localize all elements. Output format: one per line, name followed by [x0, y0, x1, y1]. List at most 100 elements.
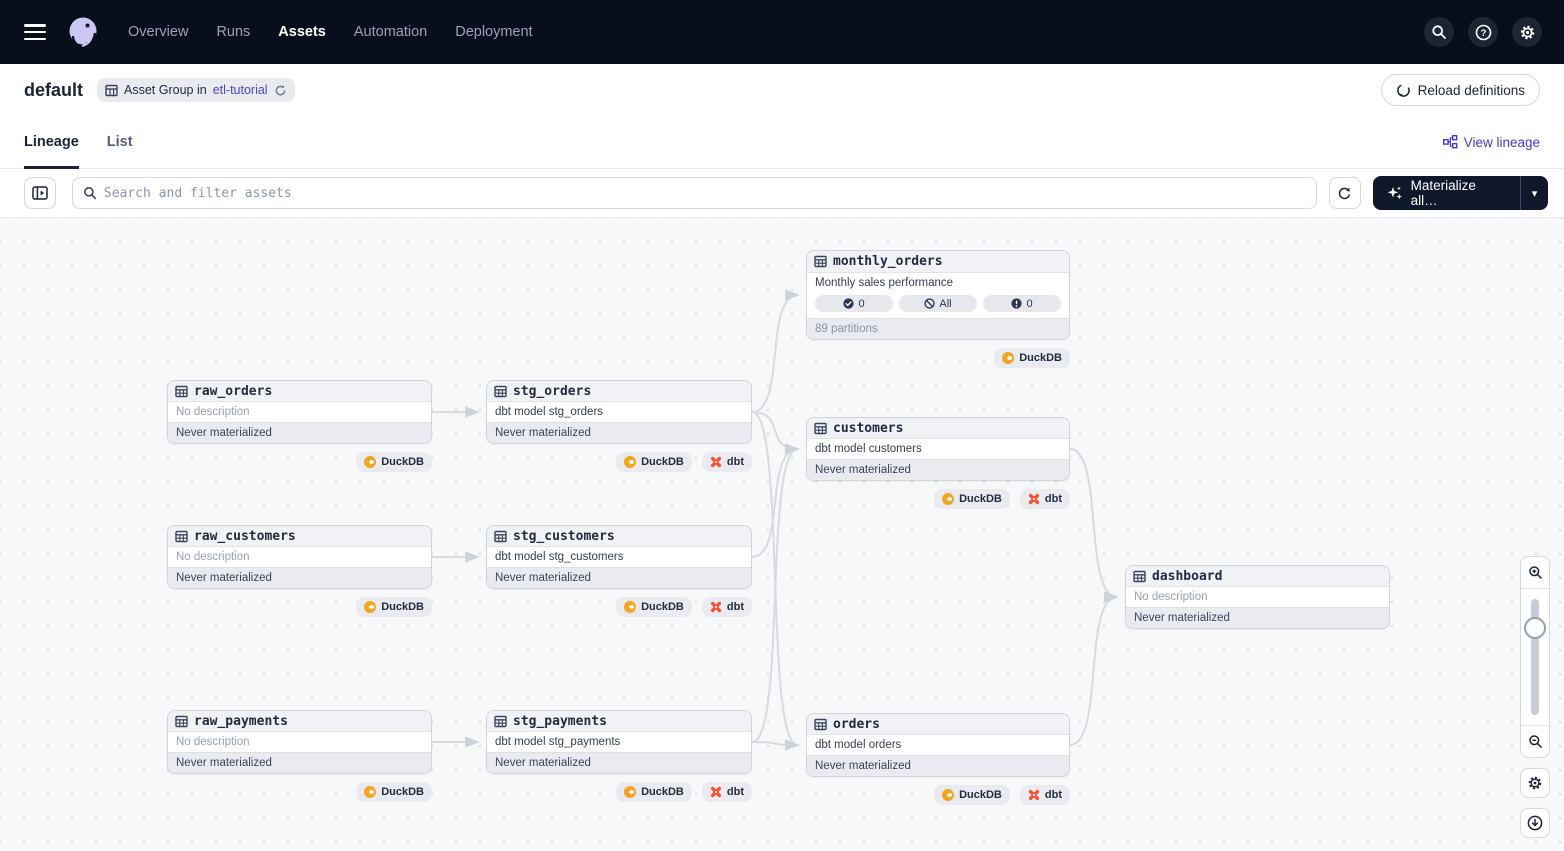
tag-dbt[interactable]: dbt	[701, 782, 752, 802]
page-title: default	[24, 79, 84, 100]
settings-gear-icon[interactable]	[1512, 17, 1542, 47]
edge-orders-to-dashboard	[1069, 591, 1119, 746]
tag-label: DuckDB	[641, 786, 684, 798]
materialize-button-group: Materialize all… ▾	[1372, 176, 1548, 210]
asset-description: dbt model orders	[807, 735, 1069, 756]
tag-label: dbt	[726, 601, 744, 613]
tag-dbt[interactable]: dbt	[1019, 785, 1070, 805]
table-icon	[494, 530, 507, 543]
tag-duckdb[interactable]: DuckDB	[934, 489, 1010, 509]
partition-pill-slash-circle[interactable]: All	[899, 295, 977, 312]
tag-label: dbt	[1044, 493, 1062, 505]
zoom-slider[interactable]	[1521, 589, 1549, 725]
tabs-bar: Lineage List View lineage	[0, 116, 1564, 169]
tag-dbt[interactable]: dbt	[701, 597, 752, 617]
asset-name: stg_customers	[513, 528, 615, 544]
zoom-out-button[interactable]	[1521, 725, 1549, 757]
materialize-dropdown-caret[interactable]: ▾	[1520, 176, 1548, 210]
nav-item-assets[interactable]: Assets	[278, 24, 326, 40]
asset-name: stg_orders	[513, 383, 592, 399]
tag-duckdb[interactable]: DuckDB	[934, 785, 1010, 805]
asset-description: No description	[168, 547, 431, 568]
zoom-slider-track[interactable]	[1531, 599, 1539, 715]
tag-duckdb[interactable]: DuckDB	[616, 782, 692, 802]
asset-description: No description	[1126, 587, 1389, 608]
asset-description: No description	[168, 402, 431, 423]
sidebar-toggle-button[interactable]	[24, 177, 56, 209]
dagster-logo[interactable]	[66, 15, 100, 49]
graph-settings-gear-button[interactable]	[1520, 768, 1550, 798]
materialize-all-button[interactable]: Materialize all…	[1373, 176, 1520, 210]
view-lineage-label: View lineage	[1463, 134, 1540, 150]
asset-status: Never materialized	[487, 752, 751, 773]
refresh-button[interactable]	[1328, 177, 1361, 209]
tag-duckdb[interactable]: DuckDB	[616, 452, 692, 472]
nav-item-deployment[interactable]: Deployment	[455, 24, 533, 40]
asset-description: Monthly sales performance	[807, 273, 1069, 293]
tab-lineage[interactable]: Lineage	[24, 116, 79, 169]
recenter-download-button[interactable]	[1520, 808, 1550, 838]
asset-name: raw_orders	[194, 383, 273, 399]
help-icon[interactable]: ?	[1468, 17, 1498, 47]
lineage-graph-icon	[1442, 135, 1458, 149]
asset-node-header: stg_payments	[487, 711, 751, 733]
zoom-slider-handle[interactable]	[1524, 617, 1546, 639]
nav-item-runs[interactable]: Runs	[216, 24, 251, 40]
tag-duckdb[interactable]: DuckDB	[994, 348, 1070, 368]
tag-dbt[interactable]: dbt	[701, 452, 752, 472]
asset-node-header: raw_payments	[168, 711, 431, 733]
tab-list[interactable]: List	[106, 134, 133, 150]
view-lineage-link[interactable]: View lineage	[1442, 134, 1540, 150]
table-icon	[494, 715, 507, 728]
tag-label: DuckDB	[381, 786, 424, 798]
tag-duckdb[interactable]: DuckDB	[356, 597, 432, 617]
asset-status: Never materialized	[487, 567, 751, 588]
table-icon	[1133, 570, 1146, 583]
reload-location-icon[interactable]	[274, 84, 287, 97]
tag-duckdb[interactable]: DuckDB	[616, 597, 692, 617]
duckdb-icon	[942, 493, 955, 505]
tag-label: DuckDB	[959, 493, 1002, 505]
asset-tags-row: DuckDB dbt	[486, 597, 752, 617]
sparkles-icon	[1387, 186, 1402, 200]
asset-status: Never materialized	[487, 422, 751, 443]
asset-description: dbt model customers	[807, 439, 1069, 460]
asset-node-header: raw_orders	[168, 381, 431, 403]
edge-customers-to-dashboard	[1069, 448, 1119, 603]
table-icon	[175, 530, 188, 543]
tag-duckdb[interactable]: DuckDB	[356, 782, 432, 802]
dbt-icon	[710, 601, 722, 613]
nav-item-automation[interactable]: Automation	[353, 24, 428, 40]
reload-definitions-button[interactable]: Reload definitions	[1380, 74, 1540, 106]
asset-name: monthly_orders	[833, 254, 943, 269]
search-icon[interactable]	[1424, 17, 1454, 47]
nav-item-overview[interactable]: Overview	[128, 24, 189, 40]
tag-label: dbt	[726, 786, 744, 798]
tag-label: DuckDB	[381, 456, 424, 468]
dbt-icon	[710, 786, 722, 798]
partition-pill-check-circle[interactable]: 0	[815, 295, 893, 312]
search-input[interactable]	[103, 185, 1306, 201]
asset-name: raw_customers	[194, 528, 296, 544]
partition-pill-alert-circle[interactable]: 0	[983, 295, 1061, 312]
duckdb-icon	[942, 789, 955, 801]
tag-duckdb[interactable]: DuckDB	[356, 452, 432, 472]
zoom-in-button[interactable]	[1521, 557, 1549, 589]
asset-group-badge: Asset Group in etl-tutorial	[97, 78, 295, 102]
tag-dbt[interactable]: dbt	[1019, 489, 1070, 509]
hamburger-menu-icon[interactable]	[24, 24, 46, 40]
code-location-link[interactable]: etl-tutorial	[212, 83, 268, 97]
asset-node-header: dashboard	[1126, 566, 1389, 588]
asset-status: Never materialized	[168, 752, 431, 773]
